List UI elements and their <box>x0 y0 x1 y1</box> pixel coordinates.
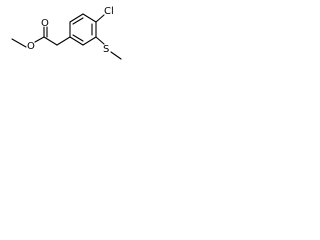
ring-ch2-bond <box>56 36 71 46</box>
c-cl-bond <box>95 14 105 23</box>
s-methyl-bond <box>110 51 122 60</box>
sulfur-atom-label: S <box>103 44 109 55</box>
benzene-ring <box>69 13 97 46</box>
ring-bond <box>69 13 84 23</box>
ring-bond <box>69 36 84 46</box>
c-s-bond <box>95 36 105 45</box>
o-methyl-bond <box>11 38 27 48</box>
chemical-structure: Cl S O O <box>11 6 122 60</box>
chlorine-atom-label: Cl <box>104 6 114 17</box>
ester-oxygen-label: O <box>27 41 35 52</box>
ch2-carbonyl-bond <box>43 36 58 46</box>
ring-double-bond <box>72 34 84 42</box>
ring-bond <box>82 13 97 23</box>
ring-bond <box>82 36 97 46</box>
carbonyl-oxygen-label: O <box>41 18 49 29</box>
ring-double-bond <box>72 17 84 25</box>
carbonyl-ester-o-bond <box>34 36 45 43</box>
